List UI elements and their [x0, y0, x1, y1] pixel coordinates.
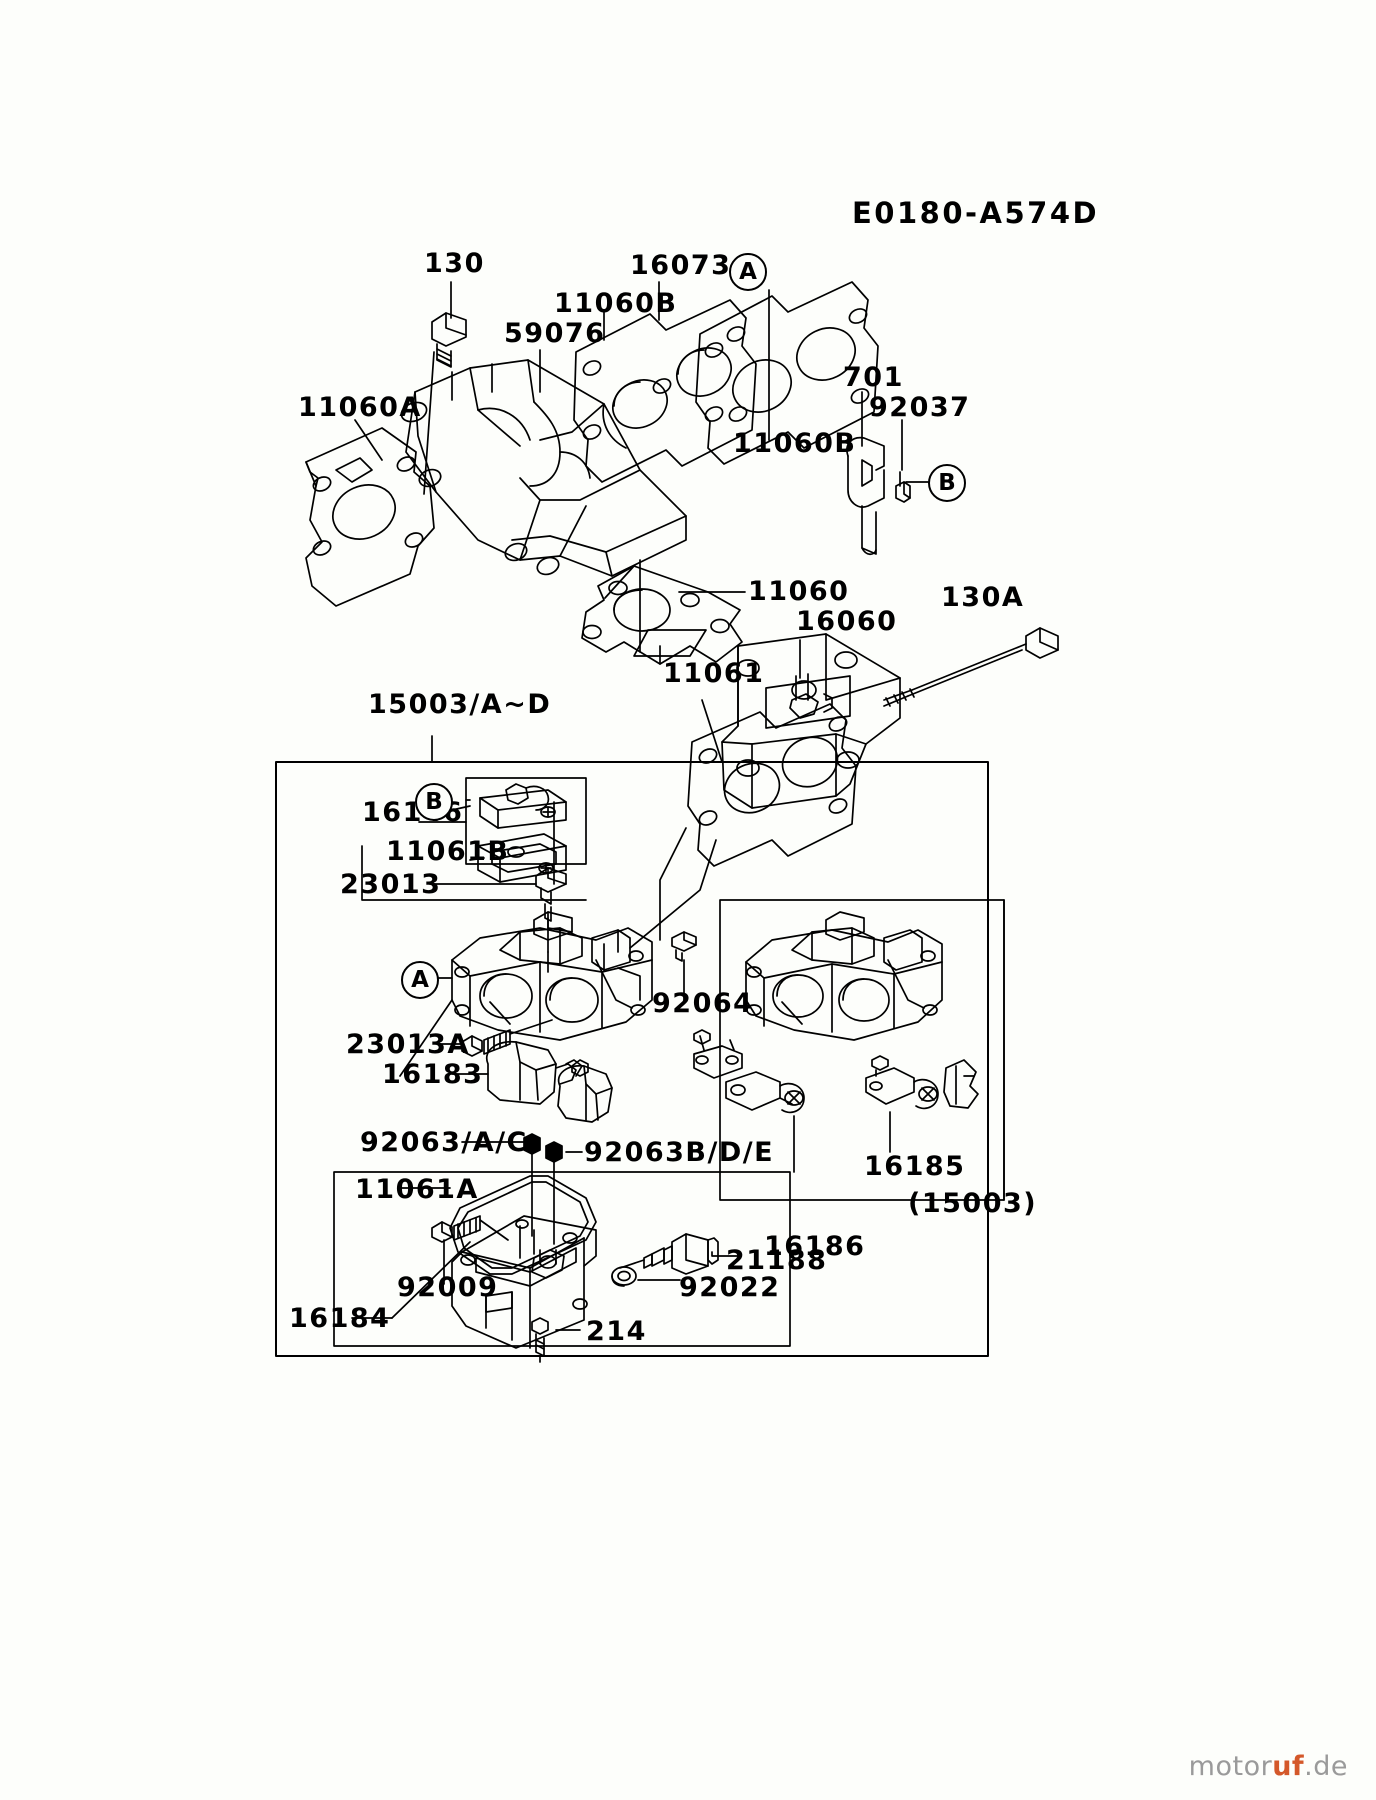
callout-92063-AC: 92063/A/C: [360, 1127, 528, 1158]
callout-16073: 16073: [630, 250, 732, 281]
callout-16184: 16184: [289, 1303, 391, 1334]
callout-16060: 16060: [796, 606, 898, 637]
watermark: motoruf.de: [1189, 1751, 1348, 1782]
callout-11060B-top: 11060B: [554, 288, 678, 319]
callout-92009: 92009: [397, 1272, 499, 1303]
callout-23013A: 23013A: [346, 1029, 470, 1060]
callout-92064: 92064: [652, 988, 754, 1019]
callout-92037: 92037: [869, 392, 971, 423]
callout-16185: 16185: [864, 1151, 966, 1182]
callout-16186: 16186: [764, 1231, 866, 1262]
callout-92063B-DE: 92063B/D/E: [584, 1137, 775, 1168]
badge-a-box: A: [401, 961, 439, 999]
callout-11061A: 11061A: [355, 1174, 479, 1205]
callout-16183: 16183: [382, 1059, 484, 1090]
callout-92022: 92022: [679, 1272, 781, 1303]
callout-15003: (15003): [908, 1188, 1038, 1219]
callout-11060B-bottom: 11060B: [733, 428, 857, 459]
callout-130A: 130A: [941, 582, 1025, 613]
callout-11061: 11061: [663, 658, 765, 689]
badge-b-box: B: [415, 783, 453, 821]
callout-701: 701: [843, 362, 904, 393]
callout-11060A: 11060A: [298, 392, 422, 423]
diagram-number: E0180-A574D: [852, 196, 1100, 230]
watermark-pre: motor: [1188, 1751, 1273, 1782]
callout-15003-AD: 15003/A~D: [368, 689, 552, 720]
callout-214: 214: [586, 1316, 647, 1347]
callout-11060: 11060: [748, 576, 850, 607]
watermark-mid: uf: [1272, 1751, 1305, 1782]
callout-59076: 59076: [504, 318, 606, 349]
callout-23013: 23013: [340, 869, 442, 900]
watermark-post: .de: [1304, 1751, 1348, 1782]
callout-130: 130: [424, 248, 485, 279]
badge-b-right: B: [928, 464, 966, 502]
badge-a-top: A: [729, 253, 767, 291]
callout-11061B: 11061B: [386, 836, 510, 867]
callout-21188: 21188: [726, 1245, 828, 1276]
